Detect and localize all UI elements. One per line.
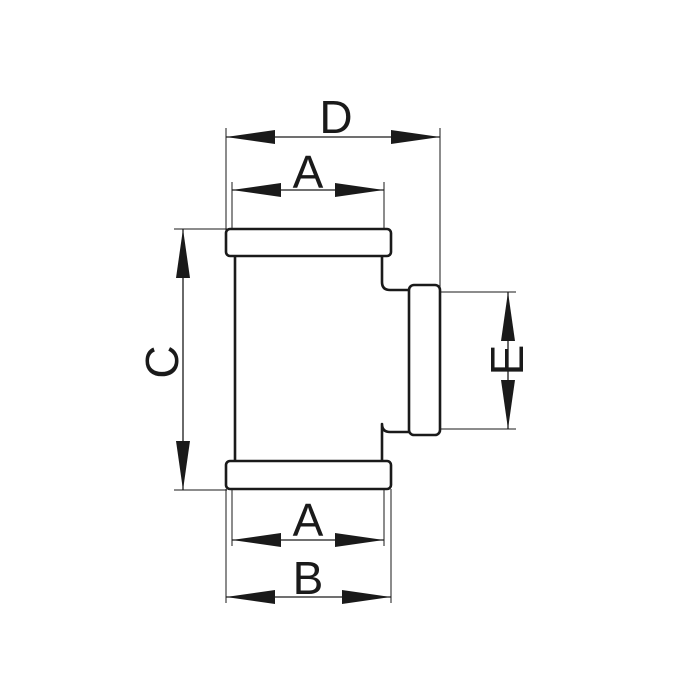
tee-fitting (224, 227, 442, 491)
tee-top-collar (224, 227, 393, 258)
label-e: E (481, 345, 533, 376)
tee-bottom-collar (224, 459, 393, 491)
tee-main-body (233, 252, 412, 465)
label-a-bottom: A (293, 494, 324, 546)
dimension-e: E (481, 292, 533, 429)
arrowhead-a-bottom-right (335, 533, 384, 547)
label-b: B (293, 552, 324, 604)
dimension-a-top: A (232, 146, 384, 198)
arrowhead-e-bottom (501, 380, 515, 429)
dimension-d: D (226, 91, 440, 144)
label-c: C (136, 345, 188, 378)
arrowhead-a-bottom-left (232, 533, 281, 547)
arrowhead-d-left (226, 130, 275, 144)
arrowhead-b-left (226, 590, 275, 604)
dimension-b: B (226, 552, 391, 604)
arrowhead-d-right (391, 130, 440, 144)
arrowhead-a-top-right (335, 183, 384, 197)
dimension-c: C (136, 229, 190, 490)
dimension-a-bottom: A (232, 494, 384, 547)
tee-branch-collar (407, 283, 442, 437)
arrowhead-b-right (342, 590, 391, 604)
label-d: D (319, 91, 352, 143)
arrowhead-c-bottom (176, 441, 190, 490)
arrowhead-e-top (501, 292, 515, 341)
arrowhead-c-top (176, 229, 190, 278)
arrowhead-a-top-left (232, 183, 281, 197)
label-a-top: A (293, 146, 324, 198)
